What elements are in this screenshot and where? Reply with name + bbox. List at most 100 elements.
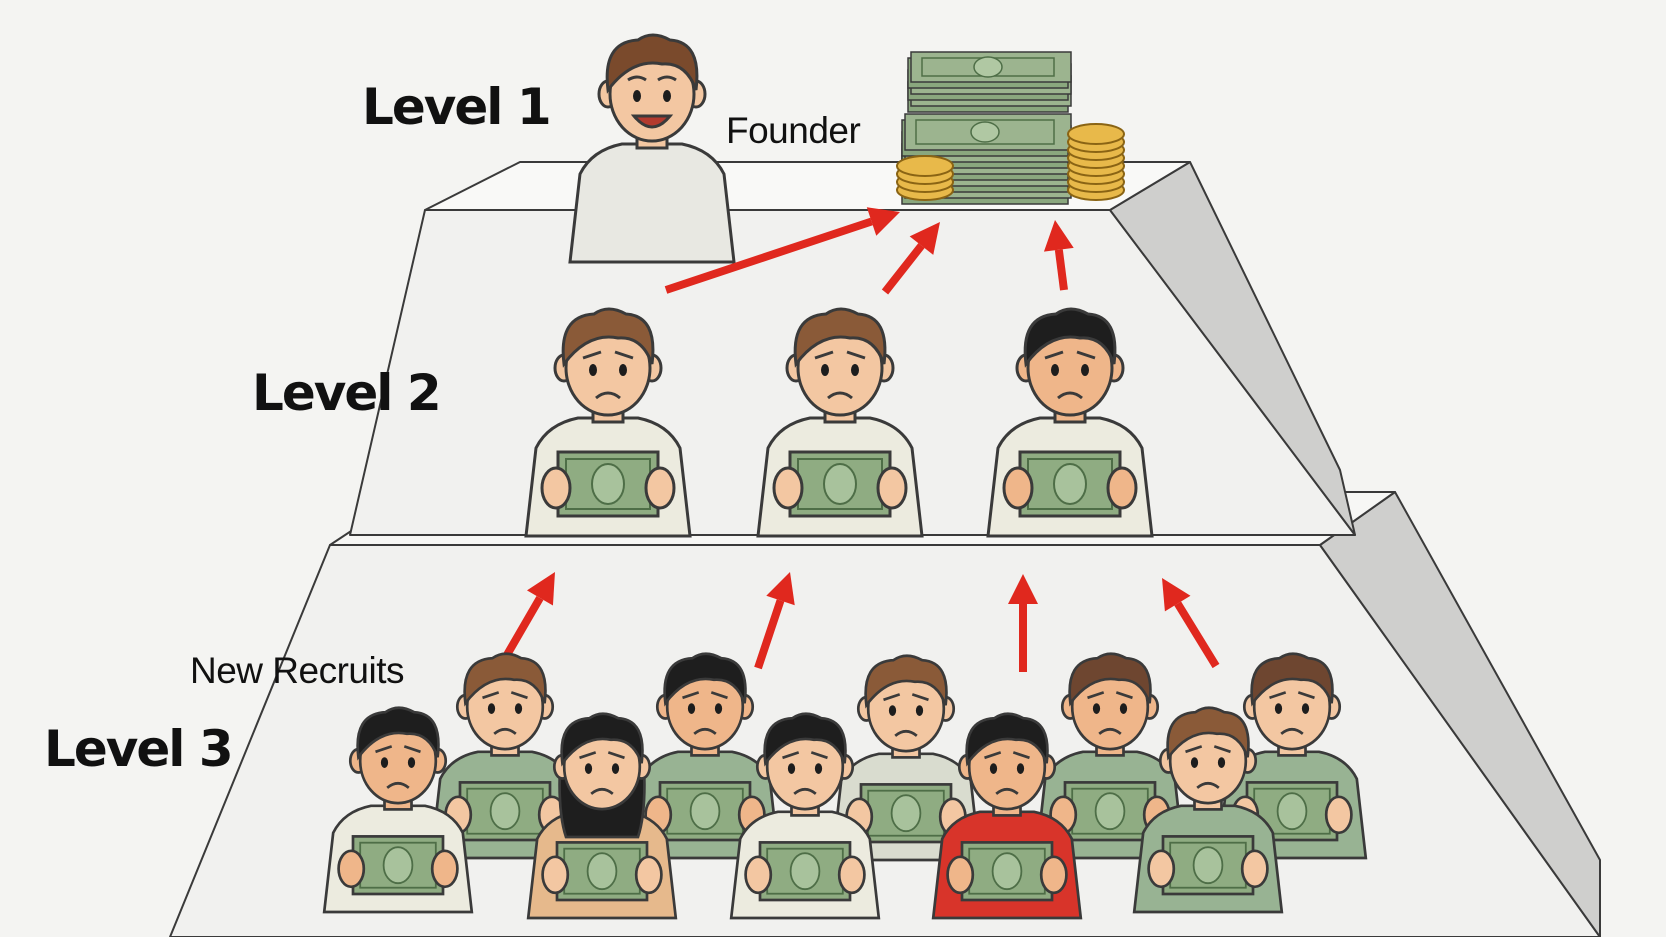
eye: [1051, 364, 1059, 376]
bill-portrait: [1094, 792, 1126, 831]
eyebrow: [582, 350, 602, 360]
bill-portrait: [823, 463, 857, 505]
hair: [463, 652, 547, 707]
eye: [589, 364, 597, 376]
hand: [644, 466, 676, 510]
eyebrow: [510, 691, 528, 700]
arrow-l3-4: [1162, 578, 1220, 669]
eyebrow: [1213, 745, 1231, 754]
arrow-head: [866, 207, 900, 236]
arrow-head: [526, 572, 555, 606]
hand: [1106, 466, 1138, 510]
bill-portrait: [1192, 846, 1224, 885]
eye: [915, 705, 924, 716]
eye: [611, 763, 620, 774]
eye: [814, 763, 823, 774]
hair: [965, 712, 1049, 767]
frown: [827, 391, 853, 400]
eyebrow: [984, 751, 1002, 760]
eye: [380, 757, 389, 768]
eye: [1119, 703, 1128, 714]
eye: [487, 703, 496, 714]
hand: [1002, 466, 1034, 510]
hair: [560, 712, 644, 767]
eye: [514, 703, 523, 714]
eye: [714, 703, 723, 714]
frown: [693, 727, 717, 735]
level3-person: [322, 706, 474, 914]
eyebrow: [614, 350, 634, 360]
eye: [1301, 703, 1310, 714]
hair: [663, 652, 747, 707]
bill-border: [915, 119, 1055, 145]
founder-label: Founder: [726, 110, 861, 151]
founder-person: [568, 33, 736, 264]
bill-portrait: [489, 792, 521, 831]
eyebrow: [403, 745, 421, 754]
level3-people: [322, 652, 1368, 920]
level3-person: [830, 654, 982, 862]
eyebrow: [1076, 350, 1096, 360]
hand: [744, 855, 773, 895]
coin: [1067, 123, 1125, 145]
level2-label: Level 2: [252, 364, 442, 422]
eyebrow: [810, 751, 828, 760]
arrow-shaft: [881, 243, 925, 295]
eye: [888, 705, 897, 716]
hair: [793, 307, 887, 368]
bill-portrait: [591, 463, 625, 505]
hair: [1166, 706, 1250, 761]
arrow-head: [766, 572, 795, 606]
hair: [763, 712, 847, 767]
bill-portrait: [991, 852, 1023, 891]
arrow-shaft: [500, 595, 544, 663]
level3-person: [729, 712, 881, 920]
hand: [430, 849, 459, 889]
coin: [896, 155, 954, 177]
frown: [493, 727, 517, 735]
eye: [1217, 757, 1226, 768]
hand: [337, 849, 366, 889]
level2-person: [524, 307, 692, 538]
shirt: [568, 142, 736, 264]
eye: [633, 90, 641, 102]
hand: [1324, 795, 1353, 835]
frown: [595, 391, 621, 400]
level3-person: [1132, 706, 1284, 914]
arrow-head: [1162, 578, 1191, 612]
level2-person: [756, 307, 924, 538]
bill-portrait: [586, 852, 618, 891]
flow-arrows: [500, 207, 1220, 672]
bill-portrait: [1276, 792, 1308, 831]
eyebrow: [1269, 691, 1287, 700]
eye: [584, 763, 593, 774]
bill-portrait: [382, 846, 414, 885]
hand: [1240, 849, 1269, 889]
level2-people: [524, 307, 1154, 538]
eye: [1081, 364, 1089, 376]
frown: [793, 787, 817, 795]
eyebrow: [1297, 691, 1315, 700]
frown: [1280, 727, 1304, 735]
hand: [1039, 855, 1068, 895]
level1-label: Level 1: [362, 78, 552, 136]
bill-portrait: [1053, 463, 1087, 505]
level3-person: [629, 652, 781, 860]
level2-person: [986, 307, 1154, 538]
eye: [1274, 703, 1283, 714]
hand: [541, 855, 570, 895]
hand: [540, 466, 572, 510]
frown: [1196, 781, 1220, 789]
hand: [946, 855, 975, 895]
arrow-head: [1008, 574, 1038, 604]
hand: [837, 855, 866, 895]
eyebrow: [1012, 751, 1030, 760]
level3-label: Level 3: [44, 720, 234, 778]
eyebrow: [1185, 745, 1203, 754]
coin-stack-left: [896, 155, 954, 201]
frown: [894, 729, 918, 737]
eyebrow: [911, 693, 929, 702]
eye: [619, 364, 627, 376]
